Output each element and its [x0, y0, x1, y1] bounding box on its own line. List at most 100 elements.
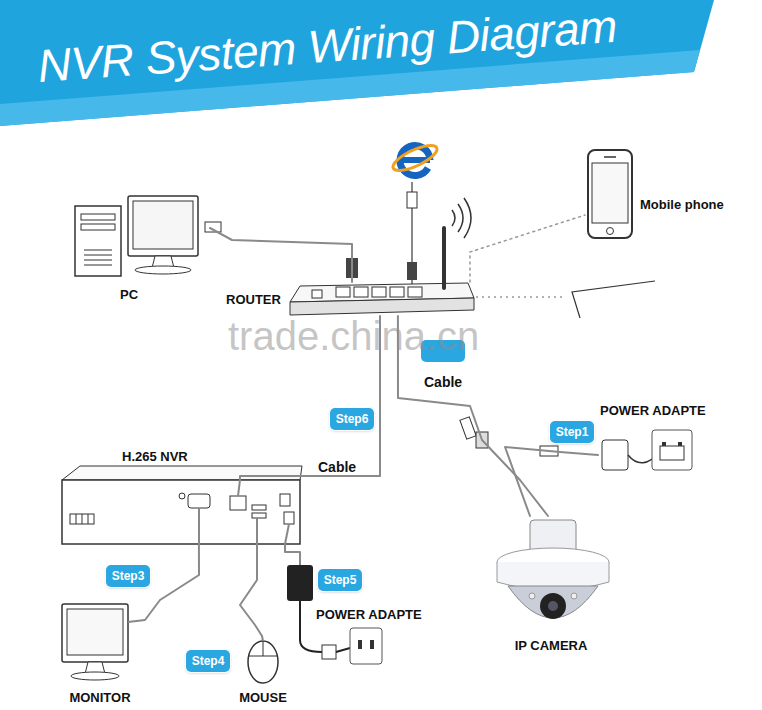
outlet-hole [358, 640, 362, 649]
port-lead [198, 508, 200, 544]
network-cable [210, 228, 352, 282]
cable-label: Cable [424, 374, 462, 390]
step-number: Step5 [324, 573, 357, 587]
port-lead [238, 480, 240, 496]
step-badge: Step4 [186, 650, 230, 672]
network-cable [240, 316, 380, 480]
port-lead [128, 620, 145, 622]
pc-monitor [128, 196, 198, 256]
vent-line [84, 250, 112, 251]
network-cable [285, 544, 300, 560]
nvr-led [179, 493, 185, 499]
step-badge: Step6 [330, 408, 374, 430]
camera-lens [540, 593, 566, 619]
device-label: ROUTER [226, 292, 281, 308]
router-port [354, 287, 368, 297]
phone-screen [592, 163, 628, 223]
monitor-body [62, 604, 128, 662]
tablet-outline [572, 281, 655, 318]
device-label: POWER ADAPTE [600, 403, 706, 419]
drive-bay [81, 214, 115, 220]
device-node: PC [68, 193, 210, 305]
browser-logo-swoosh [390, 141, 440, 176]
step-number: Step1 [556, 425, 589, 439]
step-number: Step6 [336, 412, 369, 426]
router-button [312, 290, 322, 298]
wifi-wave [452, 210, 455, 226]
camera-dome [508, 586, 598, 618]
device-node: Mobile phone [585, 147, 735, 242]
lan-port [230, 496, 246, 510]
wireless-link [470, 215, 585, 282]
power-plug [322, 645, 336, 659]
device-node: POWER ADAPTE [284, 560, 314, 605]
wireless-link [476, 296, 566, 298]
network-cable [398, 316, 548, 516]
monitor-base [135, 266, 191, 274]
usb-port [252, 513, 266, 518]
step-badge: Step5 [318, 569, 362, 591]
power-plug [660, 446, 684, 460]
device-node: IP CAMERA [495, 516, 620, 656]
drive-bay [81, 224, 115, 230]
step-number: Step3 [112, 569, 145, 583]
power-switch [280, 494, 290, 506]
usb-port [252, 505, 266, 510]
monitor-screen [133, 201, 193, 249]
router-antenna [442, 228, 446, 288]
title-banner [0, 0, 714, 126]
adapter-cord [336, 648, 350, 652]
router-front [290, 298, 474, 315]
phone-button [607, 228, 614, 235]
network-cable [145, 544, 199, 620]
wall-outlet [350, 628, 382, 664]
pc-tower [75, 206, 121, 276]
nvr-vent-line [82, 514, 83, 524]
nvr-vent [70, 514, 94, 524]
phone-speaker [604, 156, 616, 158]
mouse-line [263, 641, 264, 656]
device-node: H.265 NVR [60, 480, 302, 544]
nvr-vent-line [76, 514, 77, 524]
camera-lens-core [548, 601, 558, 611]
vent-line [84, 260, 112, 261]
router-port [408, 287, 422, 297]
monitor-screen [67, 609, 123, 655]
wall-outlet [652, 430, 692, 470]
device-label: H.265 NVR [122, 449, 188, 465]
rj45-plug [407, 262, 417, 280]
device-label: PC [120, 287, 138, 303]
port-lead [256, 518, 258, 544]
step-badge-blank [421, 340, 465, 362]
device-node: POWER ADAPTE [598, 436, 696, 474]
device-node: MOUSE [232, 636, 294, 708]
step-number: Step4 [192, 654, 225, 668]
device-label: Mobile phone [640, 197, 724, 213]
nvr-front [62, 480, 300, 544]
device-label: MOUSE [239, 690, 287, 706]
dc-jack [284, 512, 294, 524]
vga-port [188, 494, 210, 508]
router-port [372, 287, 386, 297]
device-node: ROUTER [222, 282, 474, 316]
router-port [390, 287, 404, 297]
nvr-vent-line [88, 514, 89, 524]
power-adapter [602, 440, 628, 470]
network-cable [240, 544, 262, 636]
router-port [336, 287, 350, 297]
cable-connector [460, 417, 476, 439]
wifi-wave [464, 198, 471, 238]
port-lead [285, 524, 289, 544]
cable-label: Cable [318, 459, 356, 475]
phone-body [588, 150, 632, 238]
rj45-plug [407, 192, 417, 208]
outlet-hole [370, 640, 374, 649]
device-label: POWER ADAPTE [316, 607, 422, 623]
monitor-base [71, 672, 119, 680]
ir-led [529, 593, 535, 599]
wifi-wave [458, 204, 463, 232]
mouse-body [248, 641, 278, 683]
